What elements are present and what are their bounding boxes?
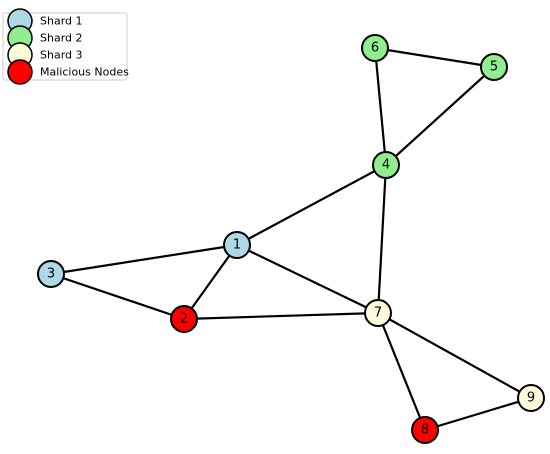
node-label: 6: [371, 41, 379, 56]
node-circle: [223, 231, 251, 259]
node-7: 7: [364, 299, 392, 327]
edge-1-3: [50, 243, 238, 276]
node-label: 2: [180, 312, 188, 327]
node-circle: [361, 34, 389, 62]
edge-4-7: [376, 164, 388, 314]
edge-5-4: [385, 66, 495, 166]
node-label: 9: [527, 391, 535, 406]
legend-marker: [7, 59, 33, 85]
edge-7-8: [376, 312, 427, 431]
node-label: 7: [374, 306, 382, 321]
node-label: 1: [233, 238, 241, 253]
edge-2-7: [183, 311, 379, 321]
nodes-layer: 1 2 3 4 5 6 7 8 9: [37, 34, 545, 444]
legend-box: [2, 12, 128, 81]
edge-6-4: [373, 47, 388, 166]
node-circle: [480, 53, 508, 81]
node-label: 3: [47, 267, 55, 282]
legend-label: Malicious Nodes: [40, 66, 129, 79]
legend-items: Shard 1 Shard 2 Shard 3 Malicious Nodes: [7, 8, 129, 85]
node-circle: [411, 416, 439, 444]
node-label: 8: [421, 423, 429, 438]
edges-layer: [50, 46, 532, 432]
edge-1-2: [183, 244, 238, 320]
edge-8-9: [424, 396, 532, 432]
edge-1-7: [236, 244, 379, 314]
node-8: 8: [411, 416, 439, 444]
node-circle: [517, 384, 545, 412]
node-circle: [372, 151, 400, 179]
legend-item: Malicious Nodes: [7, 59, 129, 85]
legend: Shard 1 Shard 2 Shard 3 Malicious Nodes: [2, 8, 129, 85]
node-3: 3: [37, 260, 65, 288]
node-5: 5: [480, 53, 508, 81]
legend-label: Shard 2: [40, 32, 83, 45]
node-2: 2: [170, 305, 198, 333]
node-6: 6: [361, 34, 389, 62]
legend-label: Shard 1: [40, 15, 83, 28]
node-circle: [364, 299, 392, 327]
edge-4-1: [236, 164, 387, 246]
node-label: 5: [490, 60, 498, 75]
edge-6-5: [374, 46, 495, 69]
node-4: 4: [372, 151, 400, 179]
node-9: 9: [517, 384, 545, 412]
legend-label: Shard 3: [40, 49, 83, 62]
node-label: 4: [382, 158, 390, 173]
node-circle: [37, 260, 65, 288]
node-1: 1: [223, 231, 251, 259]
edge-3-2: [50, 272, 185, 321]
edge-7-9: [377, 312, 532, 399]
node-circle: [170, 305, 198, 333]
